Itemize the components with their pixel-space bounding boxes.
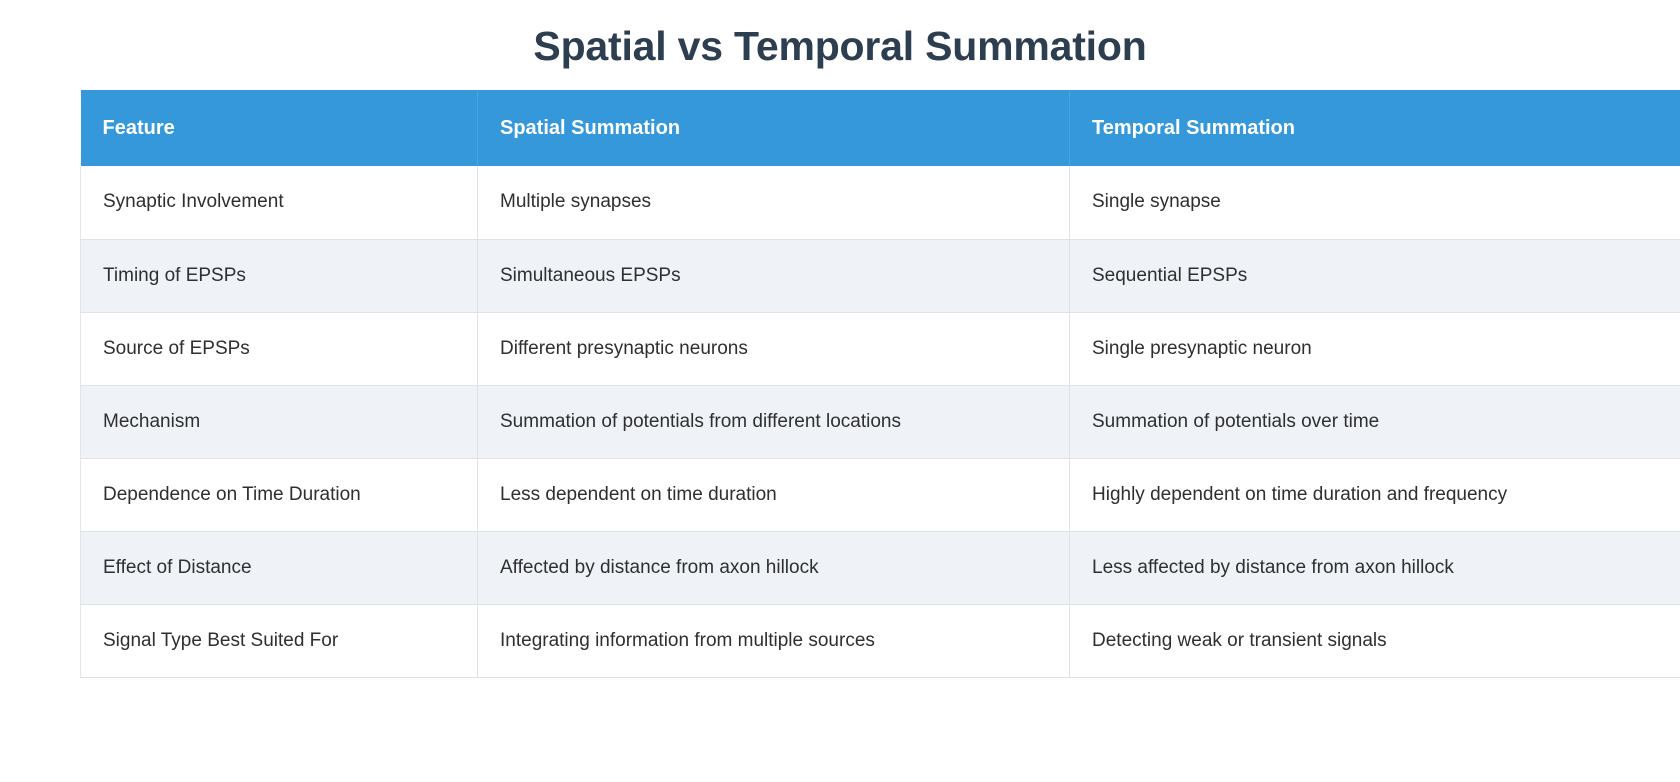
cell-spatial: Summation of potentials from different l… (477, 385, 1070, 459)
cell-feature: Signal Type Best Suited For (80, 604, 478, 678)
cell-spatial: Affected by distance from axon hillock (477, 531, 1070, 605)
table-body: Synaptic Involvement Multiple synapses S… (80, 166, 1680, 678)
cell-temporal: Summation of potentials over time (1069, 385, 1680, 459)
page-title: Spatial vs Temporal Summation (533, 23, 1147, 69)
cell-spatial: Simultaneous EPSPs (477, 239, 1070, 313)
cell-feature: Timing of EPSPs (80, 239, 478, 313)
comparison-table-container: Feature Spatial Summation Temporal Summa… (40, 90, 1680, 678)
cell-feature: Effect of Distance (80, 531, 478, 605)
table-row: Timing of EPSPs Simultaneous EPSPs Seque… (80, 239, 1680, 313)
table-header-row: Feature Spatial Summation Temporal Summa… (80, 90, 1680, 167)
cell-temporal: Single presynaptic neuron (1069, 312, 1680, 386)
cell-feature: Mechanism (80, 385, 478, 459)
cell-feature: Synaptic Involvement (80, 166, 478, 240)
comparison-table: Feature Spatial Summation Temporal Summa… (80, 90, 1680, 678)
cell-spatial: Integrating information from multiple so… (477, 604, 1070, 678)
table-row: Effect of Distance Affected by distance … (80, 531, 1680, 605)
cell-temporal: Less affected by distance from axon hill… (1069, 531, 1680, 605)
cell-spatial: Less dependent on time duration (477, 458, 1070, 532)
table-row: Dependence on Time Duration Less depende… (80, 458, 1680, 532)
table-row: Synaptic Involvement Multiple synapses S… (80, 166, 1680, 240)
cell-temporal: Single synapse (1069, 166, 1680, 240)
cell-spatial: Different presynaptic neurons (477, 312, 1070, 386)
column-header-feature[interactable]: Feature (80, 90, 478, 167)
cell-temporal: Detecting weak or transient signals (1069, 604, 1680, 678)
title-container: Spatial vs Temporal Summation (0, 0, 1680, 70)
table-row: Source of EPSPs Different presynaptic ne… (80, 312, 1680, 386)
cell-feature: Dependence on Time Duration (80, 458, 478, 532)
cell-feature: Source of EPSPs (80, 312, 478, 386)
cell-temporal: Sequential EPSPs (1069, 239, 1680, 313)
column-header-temporal-summation[interactable]: Temporal Summation (1092, 116, 1295, 139)
cell-temporal: Highly dependent on time duration and fr… (1069, 458, 1680, 532)
table-header: Feature Spatial Summation Temporal Summa… (80, 90, 1680, 167)
table-row: Signal Type Best Suited For Integrating … (80, 604, 1680, 678)
cell-spatial: Multiple synapses (477, 166, 1070, 240)
table-row: Mechanism Summation of potentials from d… (80, 385, 1680, 459)
column-header-spatial-summation[interactable]: Spatial Summation (477, 90, 1070, 167)
